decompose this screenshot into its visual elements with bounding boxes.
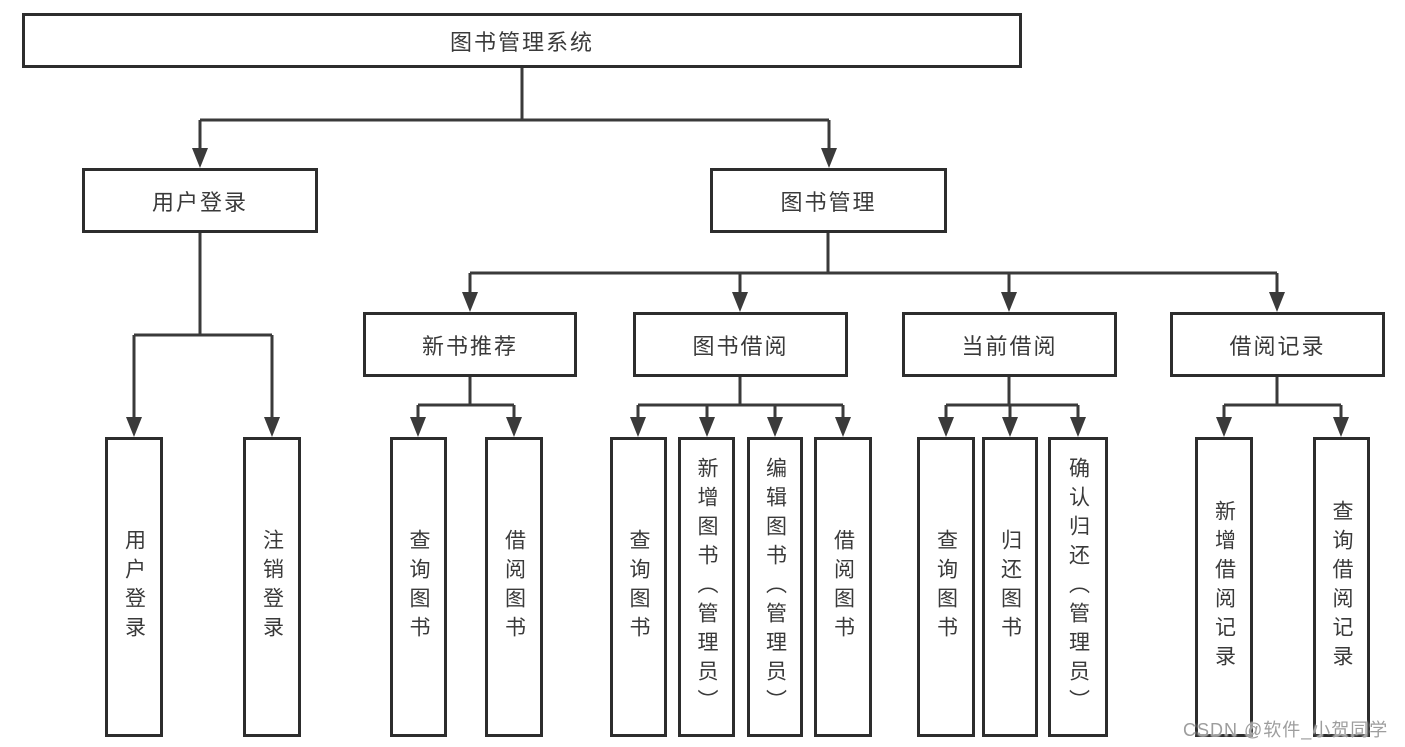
node-library-management-system: 图书管理系统	[22, 13, 1022, 68]
connector-current-borrow-to-children	[938, 377, 1086, 437]
connector-borrow-records-to-children	[1216, 377, 1349, 437]
node-current-borrow: 当前借阅	[902, 312, 1117, 377]
leaf-edit-books-admin-label: 编辑图书（管理员）	[763, 456, 787, 718]
node-user-login: 用户登录	[82, 168, 318, 233]
node-book-management: 图书管理	[710, 168, 947, 233]
leaf-query-books-borrow: 查询图书	[610, 437, 667, 737]
leaf-borrow-books-recommend-label: 借阅图书	[502, 529, 526, 645]
connector-user-login-to-children	[126, 233, 280, 437]
leaf-logout: 注销登录	[243, 437, 301, 737]
node-new-book-recommend: 新书推荐	[363, 312, 577, 377]
leaf-logout-label: 注销登录	[260, 529, 284, 645]
leaf-add-borrow-record-label: 新增借阅记录	[1212, 500, 1236, 674]
leaf-query-books-current: 查询图书	[917, 437, 975, 737]
leaf-query-books-borrow-label: 查询图书	[627, 529, 650, 645]
leaf-return-books-label: 归还图书	[998, 529, 1022, 645]
leaf-borrow-books-recommend: 借阅图书	[485, 437, 543, 737]
leaf-borrow-books: 借阅图书	[814, 437, 872, 737]
connector-new-book-to-children	[410, 377, 522, 437]
node-borrow-records: 借阅记录	[1170, 312, 1385, 377]
connector-book-mgmt-to-children	[462, 233, 1285, 312]
leaf-query-books-recommend: 查询图书	[390, 437, 447, 737]
leaf-add-books-admin: 新增图书（管理员）	[678, 437, 735, 737]
leaf-user-login-label: 用户登录	[122, 529, 146, 645]
connector-book-borrow-to-children	[630, 377, 851, 437]
leaf-query-books-recommend-label: 查询图书	[407, 529, 430, 645]
leaf-confirm-return-admin: 确认归还（管理员）	[1048, 437, 1108, 737]
leaf-add-books-admin-label: 新增图书（管理员）	[695, 456, 718, 718]
leaf-borrow-books-label: 借阅图书	[831, 529, 855, 645]
leaf-edit-books-admin: 编辑图书（管理员）	[747, 437, 803, 737]
leaf-user-login: 用户登录	[105, 437, 163, 737]
leaf-confirm-return-admin-label: 确认归还（管理员）	[1066, 456, 1090, 718]
leaf-add-borrow-record: 新增借阅记录	[1195, 437, 1253, 737]
csdn-watermark: CSDN @软件_小贺同学	[1183, 720, 1389, 740]
leaf-query-books-current-label: 查询图书	[934, 529, 958, 645]
leaf-query-borrow-record-label: 查询借阅记录	[1330, 500, 1353, 674]
node-book-borrow: 图书借阅	[633, 312, 848, 377]
leaf-return-books: 归还图书	[982, 437, 1038, 737]
leaf-query-borrow-record: 查询借阅记录	[1313, 437, 1370, 737]
connector-root-to-level2	[192, 68, 837, 168]
